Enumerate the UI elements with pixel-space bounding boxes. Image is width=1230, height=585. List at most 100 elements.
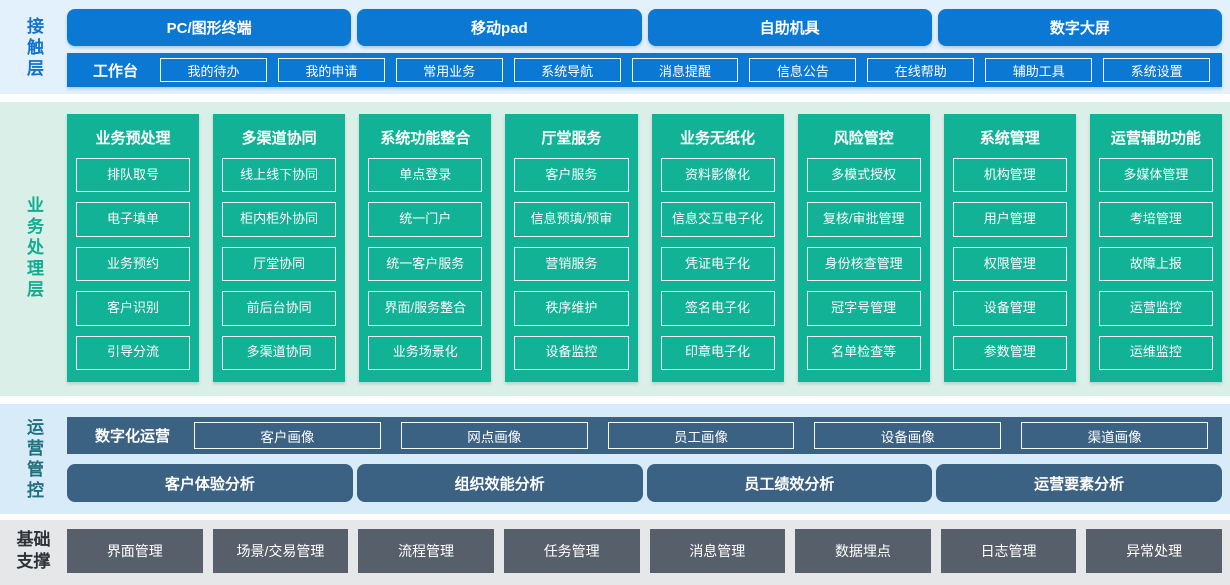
channel-button: 自助机具 (647, 9, 932, 46)
process-item: 厅堂协同 (222, 246, 337, 282)
process-item: 引导分流 (76, 335, 191, 371)
process-column-items: 资料影像化 信息交互电子化 凭证电子化 签名电子化 印章电子化 (660, 158, 775, 371)
workbench-item: 系统导航 (513, 58, 621, 82)
process-item: 排队取号 (76, 158, 191, 193)
process-item: 秩序维护 (514, 291, 629, 326)
base-item-button: 数据埋点 (795, 529, 931, 573)
base-item-button: 流程管理 (358, 529, 494, 573)
workbench-label: 工作台 (93, 62, 139, 80)
workbench-item: 常用业务 (395, 58, 503, 82)
base-item-button: 任务管理 (503, 529, 640, 573)
process-item: 身份核查管理 (806, 246, 921, 282)
process-column-title: 系统管理 (979, 130, 1040, 147)
process-column-title: 厅堂服务 (541, 130, 602, 147)
base-items: 界面管理 场景/交易管理 流程管理 任务管理 消息管理 数据埋点 日志管理 异常… (67, 529, 1222, 573)
portrait-item: 设备画像 (814, 422, 1002, 449)
process-column-title: 多渠道协同 (241, 130, 317, 147)
process-item: 机构管理 (952, 158, 1067, 193)
workbench-item: 我的待办 (160, 58, 267, 82)
channel-button: 移动pad (357, 9, 642, 46)
base-item-button: 消息管理 (649, 529, 786, 573)
process-column-items: 机构管理 用户管理 权限管理 设备管理 参数管理 (952, 158, 1067, 371)
process-column: 业务无纸化 资料影像化 信息交互电子化 凭证电子化 签名电子化 印章电子化 (651, 114, 784, 382)
process-item: 单点登录 (368, 158, 483, 193)
process-item: 用户管理 (952, 202, 1067, 237)
portrait-item: 网点画像 (400, 422, 588, 449)
process-item: 多模式授权 (806, 158, 921, 193)
portrait-items: 客户画像 网点画像 员工画像 设备画像 渠道画像 (194, 422, 1208, 449)
contact-layer-content: PC/图形终端 移动pad 自助机具 数字大屏 工作台 我的待办 我的申请 常用… (67, 9, 1222, 87)
process-item: 业务场景化 (368, 335, 483, 371)
process-item: 签名电子化 (660, 291, 775, 326)
analysis-button: 客户体验分析 (67, 464, 353, 502)
process-column-items: 多模式授权 复核/审批管理 身份核查管理 冠字号管理 名单检查等 (806, 158, 921, 371)
process-item: 多媒体管理 (1098, 158, 1213, 193)
base-item-button: 异常处理 (1086, 529, 1222, 573)
ops-layer-band: 运营管控 数字化运营 客户画像 网点画像 员工画像 设备画像 渠道画像 (0, 404, 1230, 514)
workbench-item: 系统设置 (1103, 58, 1211, 82)
base-item-button: 场景/交易管理 (212, 529, 349, 573)
channel-button: 数字大屏 (937, 9, 1222, 46)
process-column: 运营辅助功能 多媒体管理 考培管理 故障上报 运营监控 运维监控 (1089, 114, 1222, 382)
ops-layer-label: 运营管控 (24, 417, 43, 502)
workbench-item: 在线帮助 (867, 58, 975, 82)
portrait-item: 员工画像 (607, 422, 795, 449)
process-item: 运维监控 (1098, 335, 1213, 371)
process-column-items: 线上线下协同 柜内柜外协同 厅堂协同 前后台协同 多渠道协同 (222, 158, 337, 371)
workbench-item: 辅助工具 (985, 58, 1093, 82)
process-item: 客户服务 (514, 158, 629, 193)
contact-layer-label: 接触层 (24, 16, 43, 80)
base-item-button: 日志管理 (940, 529, 1077, 573)
workbench-items: 我的待办 我的申请 常用业务 系统导航 消息提醒 信息公告 在线帮助 辅助工具 … (160, 58, 1211, 82)
process-item: 界面/服务整合 (368, 291, 483, 326)
portrait-item: 渠道画像 (1021, 422, 1208, 449)
analysis-button: 运营要素分析 (936, 464, 1222, 502)
process-column: 系统管理 机构管理 用户管理 权限管理 设备管理 参数管理 (943, 114, 1076, 382)
process-item: 资料影像化 (660, 158, 775, 193)
analysis-button: 员工绩效分析 (646, 464, 933, 502)
process-item: 柜内柜外协同 (222, 202, 337, 237)
process-item: 名单检查等 (806, 335, 921, 371)
workbench-bar: 工作台 我的待办 我的申请 常用业务 系统导航 消息提醒 信息公告 在线帮助 (67, 53, 1222, 87)
process-column-items: 单点登录 统一门户 统一客户服务 界面/服务整合 业务场景化 (368, 158, 483, 371)
portrait-item: 客户画像 (194, 422, 381, 449)
process-columns: 业务预处理 排队取号 电子填单 业务预约 客户识别 引导分流 (67, 114, 1222, 382)
process-item: 设备监控 (514, 335, 629, 371)
process-column-title: 系统功能整合 (380, 130, 471, 147)
process-item: 冠字号管理 (806, 291, 921, 326)
process-item: 线上线下协同 (222, 158, 337, 193)
workbench-item: 信息公告 (749, 58, 857, 82)
channel-button: PC/图形终端 (67, 9, 352, 46)
channel-row: PC/图形终端 移动pad 自助机具 数字大屏 (67, 9, 1222, 46)
process-item: 信息交互电子化 (660, 202, 775, 237)
workbench-item: 我的申请 (277, 58, 385, 82)
base-layer-band: 基础支撑 界面管理 场景/交易管理 流程管理 任务管理 消息管理 数据埋点 日志… (0, 520, 1230, 585)
base-layer-side: 基础支撑 (0, 529, 67, 573)
process-column: 多渠道协同 线上线下协同 柜内柜外协同 厅堂协同 前后台协同 多渠道协同 (213, 114, 346, 382)
process-column: 厅堂服务 客户服务 信息预填/预审 营销服务 秩序维护 设备监控 (505, 114, 638, 382)
ops-layer-content: 数字化运营 客户画像 网点画像 员工画像 设备画像 渠道画像 客户体验分析 (67, 417, 1222, 502)
process-item: 业务预约 (76, 246, 191, 282)
process-item: 考培管理 (1098, 202, 1213, 237)
analysis-button: 组织效能分析 (356, 464, 643, 502)
process-column-items: 多媒体管理 考培管理 故障上报 运营监控 运维监控 (1098, 158, 1213, 371)
process-item: 设备管理 (952, 291, 1067, 326)
process-column-title: 风险管控 (833, 130, 894, 147)
process-item: 统一客户服务 (368, 246, 483, 282)
process-column-title: 业务预处理 (95, 130, 171, 147)
process-item: 权限管理 (952, 246, 1067, 282)
process-layer-label: 业务处理层 (24, 195, 43, 301)
process-item: 前后台协同 (222, 291, 337, 326)
base-layer-label: 基础支撑 (16, 530, 51, 572)
process-item: 多渠道协同 (222, 335, 337, 371)
process-column: 风险管控 多模式授权 复核/审批管理 身份核查管理 冠字号管理 名单检查等 (797, 114, 930, 382)
process-item: 运营监控 (1098, 291, 1213, 326)
workbench-item: 消息提醒 (631, 58, 739, 82)
process-column-title: 业务无纸化 (680, 130, 756, 147)
process-layer-side: 业务处理层 (0, 114, 67, 382)
contact-layer-side: 接触层 (0, 9, 67, 87)
base-item-button: 界面管理 (67, 529, 203, 573)
process-item: 电子填单 (76, 202, 191, 237)
process-item: 统一门户 (368, 202, 483, 237)
process-layer-band: 业务处理层 业务预处理 排队取号 电子填单 业务预约 客户识别 引导分流 (0, 102, 1230, 396)
